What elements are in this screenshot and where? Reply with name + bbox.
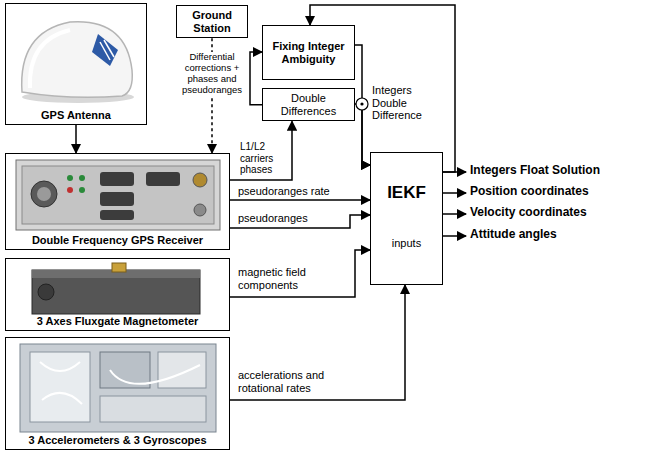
- antenna-picture: [22, 22, 134, 103]
- signal-arrow: [355, 104, 370, 165]
- box-label: 3 Accelerometers & 3 Gyroscopes: [28, 434, 206, 447]
- signal-label: pseudoranges rate: [238, 185, 358, 198]
- junction-circle: [356, 98, 368, 110]
- device-box: GPS Antenna: [5, 3, 147, 125]
- signal-label: magnetic field components: [238, 266, 348, 291]
- device-box: Double Frequency GPS Receiver: [5, 153, 230, 250]
- filter-box: IEKF inputs: [370, 152, 443, 285]
- magnetometer-picture: [32, 263, 200, 314]
- signal-name: Integers Double Difference: [372, 84, 444, 122]
- box-label: 3 Axes Fluxgate Magnetometer: [37, 315, 199, 328]
- signal-arrow: [230, 250, 370, 297]
- box-label: Ground Station: [181, 9, 243, 34]
- signal-label: pseudoranges: [238, 212, 348, 225]
- signal-label: accelerations and rotational rates: [238, 369, 358, 394]
- signal-arrow: [355, 45, 370, 165]
- junction-dot: [360, 102, 363, 105]
- station-box: Ground Station: [176, 5, 248, 38]
- signal-label: L1/L2 carriers phases: [240, 141, 290, 176]
- output-arrows: [443, 172, 466, 236]
- output-name: Integers Float Solution: [470, 164, 642, 178]
- box-label: Fixing Integer Ambiguity: [267, 40, 350, 65]
- sub-label: inputs: [392, 237, 421, 250]
- signal-arrow: [230, 199, 370, 201]
- output-name: Position coordinates: [470, 185, 642, 199]
- signal-arrow: [230, 285, 405, 400]
- box-label: IEKF: [387, 183, 426, 203]
- receiver-picture: [16, 160, 220, 230]
- box-label: GPS Antenna: [41, 109, 111, 122]
- process-box: Fixing Integer Ambiguity: [262, 25, 355, 80]
- box-label: Double Frequency GPS Receiver: [32, 234, 203, 247]
- device-box: 3 Axes Fluxgate Magnetometer: [5, 258, 230, 331]
- signal-arrow: [230, 121, 292, 180]
- signal-arrow: [75, 125, 77, 153]
- signal-arrow: [250, 52, 262, 105]
- imu-picture: [20, 344, 216, 432]
- device-box: 3 Accelerometers & 3 Gyroscopes: [5, 337, 230, 450]
- output-name: Velocity coordinates: [470, 206, 642, 220]
- signal-label: Differential corrections + phases and ps…: [180, 52, 244, 96]
- output-name: Attitude angles: [470, 228, 642, 242]
- box-label: Double Differences: [267, 92, 350, 117]
- process-box: Double Differences: [262, 88, 355, 121]
